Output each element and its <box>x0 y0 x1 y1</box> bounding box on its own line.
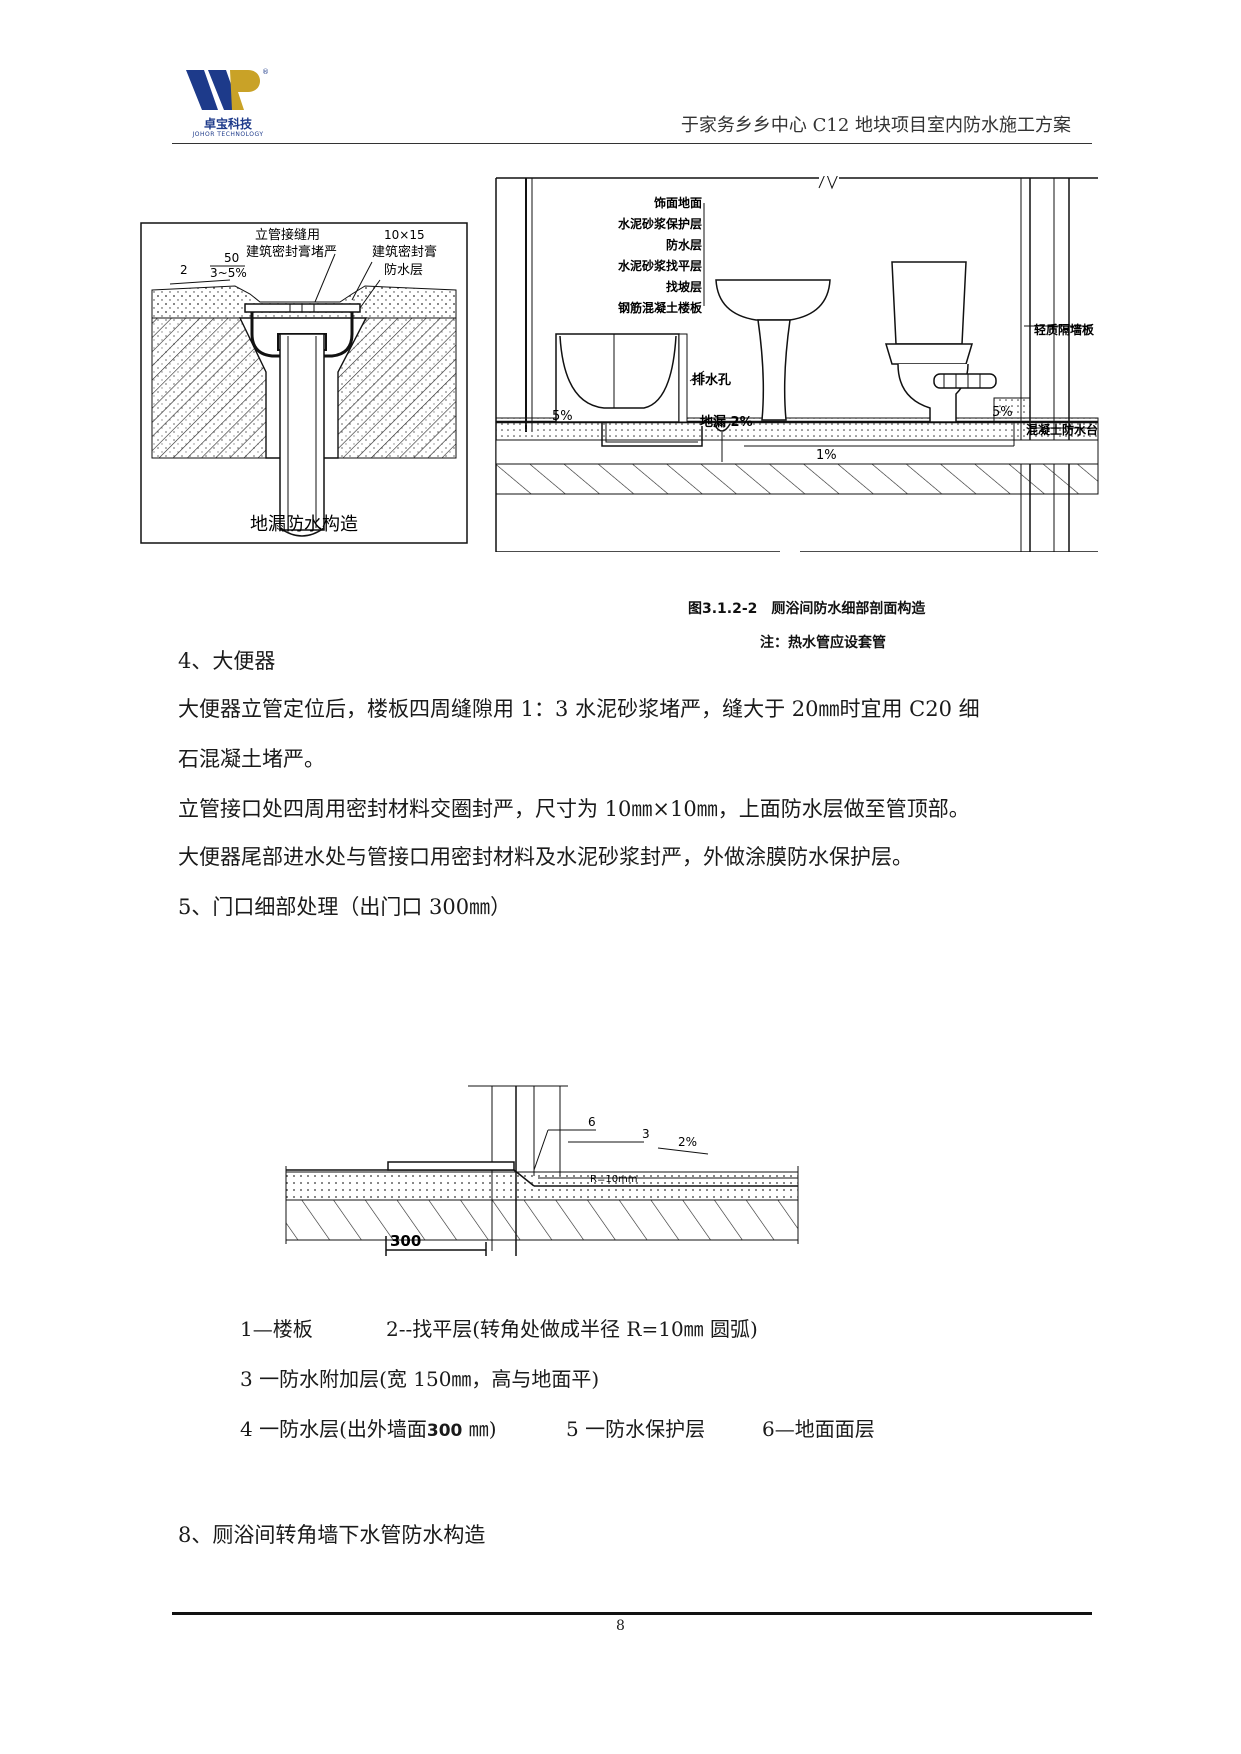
section-8-title: 8、厕浴间转角墙下水管防水构造 <box>178 1523 486 1547</box>
label-floor-drain: 地漏 2% <box>700 414 753 430</box>
logo-mark-icon: ® <box>186 68 269 110</box>
legend-item-4: 4 一防水层(出外墙面300 ㎜) <box>240 1413 497 1442</box>
floor-drain-caption: 地漏防水构造 <box>250 514 358 535</box>
label-curb: 混凝土防水台 <box>1026 422 1098 437</box>
door-label-6: 6 <box>588 1115 596 1129</box>
door-label-300: 300 <box>390 1232 421 1250</box>
label-2: 2 <box>180 263 188 277</box>
layer-label-5: 找坡层 <box>666 279 702 294</box>
legend-item-4-post: ㎜) <box>462 1417 497 1441</box>
svg-text:®: ® <box>262 68 269 76</box>
layer-label-4: 水泥砂浆找平层 <box>618 258 702 273</box>
bathroom-section-diagram: 饰面地面 水泥砂浆保护层 防水层 水泥砂浆找平层 找坡层 钢筋混凝土楼板 轻质隔… <box>495 170 1099 553</box>
label-waterproof: 防水层 <box>384 262 423 278</box>
label-slope-5b: 5% <box>992 405 1013 420</box>
doorway-detail-diagram: 6 3 2% R=10mm 300 <box>285 1085 799 1256</box>
label-slope-5a: 5% <box>552 409 573 424</box>
paragraph-1-line-2: 石混凝土堵严。 <box>178 747 325 771</box>
logo-cn-text: 卓宝科技 <box>203 117 252 131</box>
layer-label-3: 防水层 <box>666 237 702 252</box>
label-drain-hole: 排水孔 <box>692 372 731 388</box>
header-divider <box>172 143 1092 144</box>
legend-item-4-pre: 4 一防水层(出外墙面 <box>240 1417 427 1441</box>
page-number: 8 <box>616 1618 625 1634</box>
label-50: 50 <box>224 251 239 265</box>
door-label-2pct: 2% <box>678 1135 697 1149</box>
legend-item-4-num: 300 <box>426 1421 463 1441</box>
layer-label-6: 钢筋混凝土楼板 <box>618 300 703 315</box>
legend-item-1: 1—楼板 <box>240 1317 313 1341</box>
doorway-detail-figure: 6 3 2% R=10mm 300 <box>278 1076 838 1264</box>
section-5-title: 5、门口细部处理（出门口 300㎜） <box>178 895 512 919</box>
footer-divider <box>172 1612 1092 1615</box>
label-dim: 10×15 <box>384 228 425 242</box>
legend-item-6: 6—地面面层 <box>762 1417 875 1441</box>
label-slope-1: 1% <box>816 448 837 463</box>
label-partition: 轻质隔墙板 <box>1034 322 1095 337</box>
label-slope: 3~5% <box>210 266 247 280</box>
floor-drain-figure: 立管接缝用 建筑密封膏堵严 10×15 建筑密封膏 防水层 50 2 3~5% … <box>140 222 468 544</box>
door-label-3: 3 <box>642 1127 650 1141</box>
paragraph-2: 立管接口处四周用密封材料交圈封严，尺寸为 10㎜×10㎜，上面防水层做至管顶部。 <box>178 797 970 821</box>
label-pipe-seal: 立管接缝用 <box>255 227 320 243</box>
floor-drain-diagram: 立管接缝用 建筑密封膏堵严 10×15 建筑密封膏 防水层 50 2 3~5% … <box>140 222 468 544</box>
company-logo: ® <box>178 66 278 142</box>
door-label-radius: R=10mm <box>590 1174 638 1185</box>
document-title: 于家务乡乡中心 C12 地块项目室内防水施工方案 <box>680 115 1071 136</box>
paragraph-1-line-1: 大便器立管定位后，楼板四周缝隙用 1：3 水泥砂浆堵严，缝大于 20㎜时宜用 C… <box>178 697 980 721</box>
bath-figure-note: 注：热水管应设套管 <box>760 635 886 651</box>
section-4-title: 4、大便器 <box>178 649 276 673</box>
legend-item-5: 5 一防水保护层 <box>566 1417 706 1441</box>
paragraph-3: 大便器尾部进水处与管接口用密封材料及水泥砂浆封严，外做涂膜防水保护层。 <box>178 845 913 869</box>
legend-item-3: 3 一防水附加层(宽 150㎜，高与地面平) <box>240 1367 600 1391</box>
bathroom-section-figure: 饰面地面 水泥砂浆保护层 防水层 水泥砂浆找平层 找坡层 钢筋混凝土楼板 轻质隔… <box>494 170 1102 553</box>
logo-en-text: JOHOR TECHNOLOGY <box>192 131 264 138</box>
legend-item-2: 2--找平层(转角处做成半径 R=10㎜ 圆弧) <box>386 1317 758 1341</box>
bath-figure-caption: 图3.1.2-2 厕浴间防水细部剖面构造 <box>688 601 926 617</box>
label-sealant: 建筑密封膏堵严 <box>246 244 337 260</box>
layer-label-1: 饰面地面 <box>654 195 702 210</box>
layer-label-2: 水泥砂浆保护层 <box>618 216 702 231</box>
label-sealant2: 建筑密封膏 <box>372 244 437 260</box>
